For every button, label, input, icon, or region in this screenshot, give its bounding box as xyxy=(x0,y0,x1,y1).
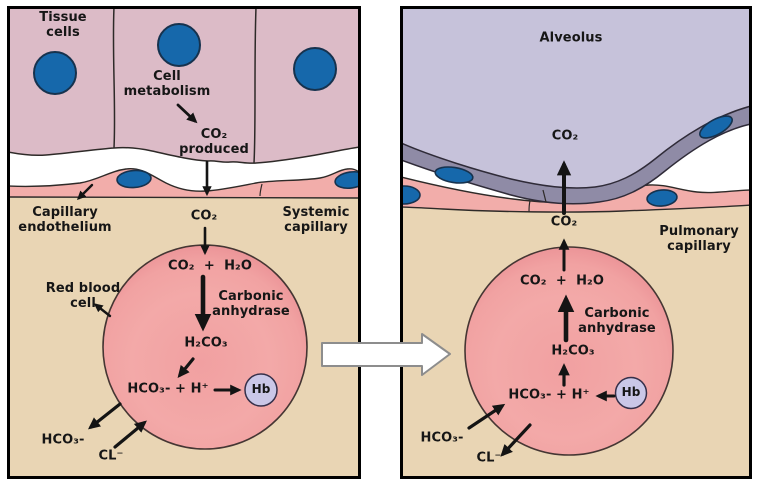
alveolar-wall-nucleus xyxy=(699,115,733,139)
endothelium-junction xyxy=(528,200,531,213)
tissue-cell-nucleus xyxy=(157,23,201,67)
label-tissue-cells: Tissue cells xyxy=(39,9,87,40)
systemic-illustration xyxy=(10,9,358,476)
alveolar-wall-nucleus xyxy=(434,166,474,184)
label-carbonic-anhydrase: Carbonic anhydrase xyxy=(578,305,656,336)
hemoglobin-circle xyxy=(614,376,648,410)
pulmonary-illustration xyxy=(403,9,749,476)
h2co3-dissociation-arrow xyxy=(177,357,195,378)
endothelium-junction xyxy=(259,183,263,197)
endothelium-nucleus xyxy=(403,185,421,205)
label-co2-capillary: CO₂ xyxy=(190,208,218,224)
endothelium-pointer-arrow xyxy=(76,183,94,201)
systemic-capillary-panel: Tissue cells Cell metabolism CO₂ produce… xyxy=(7,6,361,479)
alveolus-shape xyxy=(403,9,749,190)
transition-arrow xyxy=(321,333,451,376)
tissue-cell-nucleus xyxy=(293,47,337,91)
label-bicarbonate-out: HCO₃- xyxy=(420,430,464,446)
label-co2-capillary: CO₂ xyxy=(550,214,578,230)
label-carbonic-acid: H₂CO₃ xyxy=(184,335,228,351)
endothelium-nucleus xyxy=(116,169,152,189)
metabolism-to-co2-arrow xyxy=(176,103,198,124)
tissue-cell-boundary xyxy=(253,9,257,164)
bicarbonate-out-arrow xyxy=(87,402,122,430)
label-red-blood-cell: Red blood cell xyxy=(45,280,121,311)
tissue-cell-nucleus xyxy=(33,51,77,95)
alveolar-wall-junction xyxy=(542,189,547,203)
label-reaction-co2-h2o: CO₂ + H₂O xyxy=(519,273,605,289)
label-bicarbonate-reaction: HCO₃- + H⁺ xyxy=(508,387,590,403)
label-reaction-co2-h2o: CO₂ + H₂O xyxy=(167,258,253,274)
label-systemic-capillary: Systemic capillary xyxy=(282,204,350,235)
transition-arrow-shape xyxy=(321,333,451,376)
tissue-cell-boundary xyxy=(112,9,116,149)
endothelium-nucleus xyxy=(334,170,358,190)
bicarbonate-in-arrow xyxy=(467,403,506,430)
endothelium-nucleus xyxy=(646,189,678,207)
label-hemoglobin: Hb xyxy=(621,385,641,400)
label-bicarbonate-out: HCO₃- xyxy=(41,432,85,448)
label-hemoglobin: Hb xyxy=(251,382,271,397)
rbc-pointer-arrow xyxy=(93,303,112,318)
label-chloride: CL⁻ xyxy=(476,450,502,466)
chloride-out-arrow xyxy=(500,423,532,457)
chloride-in-arrow xyxy=(113,420,147,449)
label-co2-produced: CO₂ produced xyxy=(179,126,249,157)
hemoglobin-circle xyxy=(244,373,278,407)
label-pulmonary-capillary: Pulmonary capillary xyxy=(659,223,739,254)
alveolar-wall xyxy=(403,105,749,205)
tissue-cells-shape xyxy=(10,9,358,164)
label-alveolus: Alveolus xyxy=(539,30,603,46)
label-capillary-endothelium: Capillary endothelium xyxy=(18,204,112,235)
label-co2-alveolus: CO₂ xyxy=(551,128,579,144)
label-carbonic-acid: H₂CO₃ xyxy=(551,343,595,359)
label-bicarbonate-reaction: HCO₃- + H⁺ xyxy=(127,381,209,397)
label-carbonic-anhydrase: Carbonic anhydrase xyxy=(212,288,290,319)
pulmonary-capillary-panel: Alveolus CO₂ CO₂ Pulmonary capillary CO₂… xyxy=(400,6,752,479)
label-cell-metabolism: Cell metabolism xyxy=(123,68,211,99)
label-chloride: CL⁻ xyxy=(98,448,124,464)
